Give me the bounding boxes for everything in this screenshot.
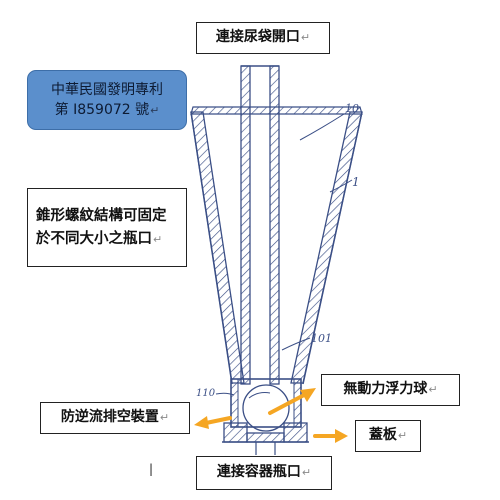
leader-101 (281, 337, 311, 351)
ref-numeral-101: 101 (311, 332, 332, 345)
label-thread-line2: 於不同大小之瓶口 (36, 230, 152, 247)
label-thread-line1: 錐形螺紋結構可固定 (36, 208, 167, 225)
float-chamber-wall-left (230, 378, 239, 428)
cone-left-wall (190, 111, 245, 384)
label-backflow-device: 防逆流排空裝置↵ (40, 402, 190, 434)
label-top-opening: 連接尿袋開口↵ (196, 22, 330, 54)
arrow-backflow (194, 416, 232, 429)
label-cover-plate: 蓋板↵ (355, 420, 421, 452)
label-float-ball-text: 無動力浮力球 (343, 381, 428, 398)
patent-line1: 中華民國發明專利 (51, 81, 163, 98)
cover-plate (246, 432, 285, 443)
label-cover-text: 蓋板 (368, 427, 397, 444)
label-thread-structure: 錐形螺紋結構可固定 於不同大小之瓶口↵ (27, 188, 187, 267)
text-cursor: | (149, 462, 154, 476)
tube-right-wall (269, 65, 280, 385)
label-float-ball: 無動力浮力球↵ (321, 374, 460, 406)
base-flange-left (223, 422, 248, 443)
label-top-opening-text: 連接尿袋開口 (215, 29, 300, 46)
tube-left-wall (240, 65, 251, 385)
patent-line2: 第 I859072 號 (54, 102, 150, 118)
label-backflow-text: 防逆流排空裝置 (60, 409, 159, 426)
float-ball (242, 384, 290, 432)
arrow-cover (313, 429, 348, 443)
label-bottom-opening-text: 連接容器瓶口 (216, 464, 301, 481)
base-flange-right (283, 422, 308, 443)
leader-10 (299, 113, 345, 141)
float-chamber-wall-right (293, 378, 302, 428)
ref-numeral-1: 1 (352, 175, 360, 189)
patent-badge: 中華民國發明專利 第 I859072 號↵ (27, 70, 187, 130)
leader-1 (329, 179, 353, 193)
label-bottom-opening: 連接容器瓶口↵ (196, 456, 332, 490)
ref-numeral-10: 10 (345, 102, 359, 115)
arrow-float-ball (268, 388, 316, 415)
leader-110 (215, 392, 235, 396)
ref-numeral-110: 110 (196, 388, 216, 399)
